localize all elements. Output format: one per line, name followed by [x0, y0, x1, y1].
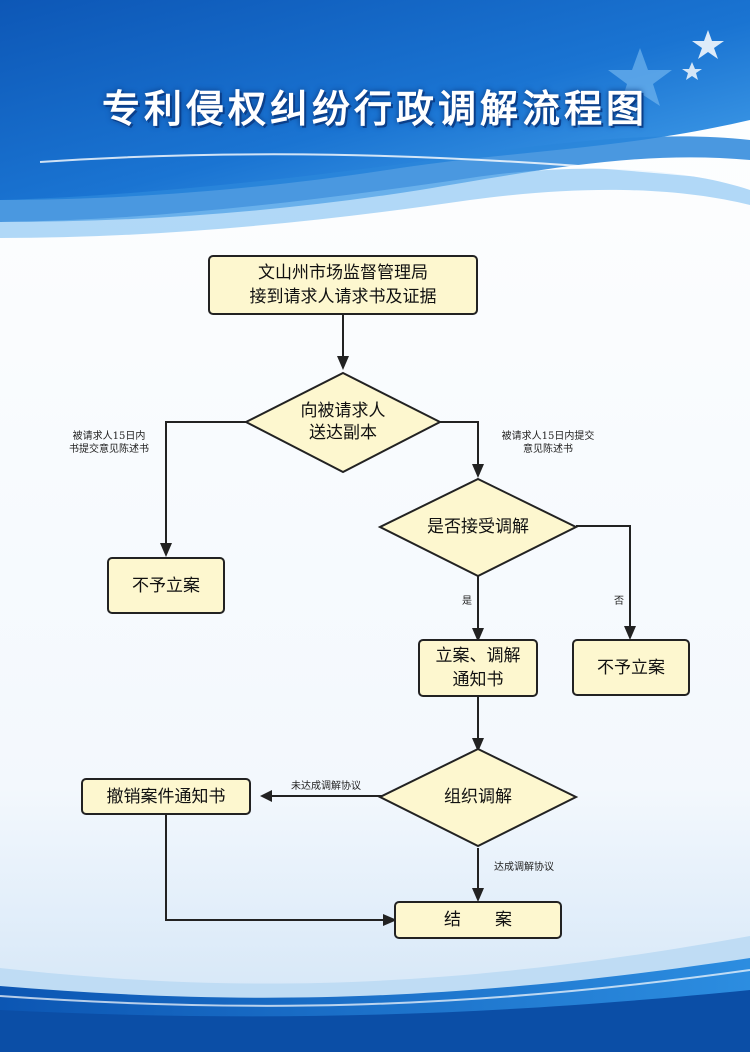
no-label: 否 [614, 596, 624, 607]
reject-right-box: 不予立案 [572, 639, 690, 696]
not-reached-label: 未达成调解协议 [291, 781, 361, 792]
file-case-box: 立案、调解 通知书 [418, 639, 538, 697]
reached-label: 达成调解协议 [494, 862, 554, 873]
accept-question-diamond: 是否接受调解 [427, 517, 529, 537]
page-title: 专利侵权纠纷行政调解流程图 [101, 87, 648, 131]
reject-left-box: 不予立案 [107, 557, 225, 614]
close-box: 结 案 [394, 901, 562, 939]
right-branch-label: 被请求人15日内提交 意见陈述书 [501, 431, 595, 455]
organize-diamond: 组织调解 [444, 787, 512, 807]
receive-box: 文山州市场监督管理局 接到请求人请求书及证据 [208, 255, 478, 315]
deliver-diamond: 向被请求人 送达副本 [300, 401, 386, 443]
yes-label: 是 [462, 596, 472, 607]
withdraw-box: 撤销案件通知书 [81, 778, 251, 815]
left-branch-label: 被请求人15日内 书提交意见陈述书 [69, 431, 149, 455]
